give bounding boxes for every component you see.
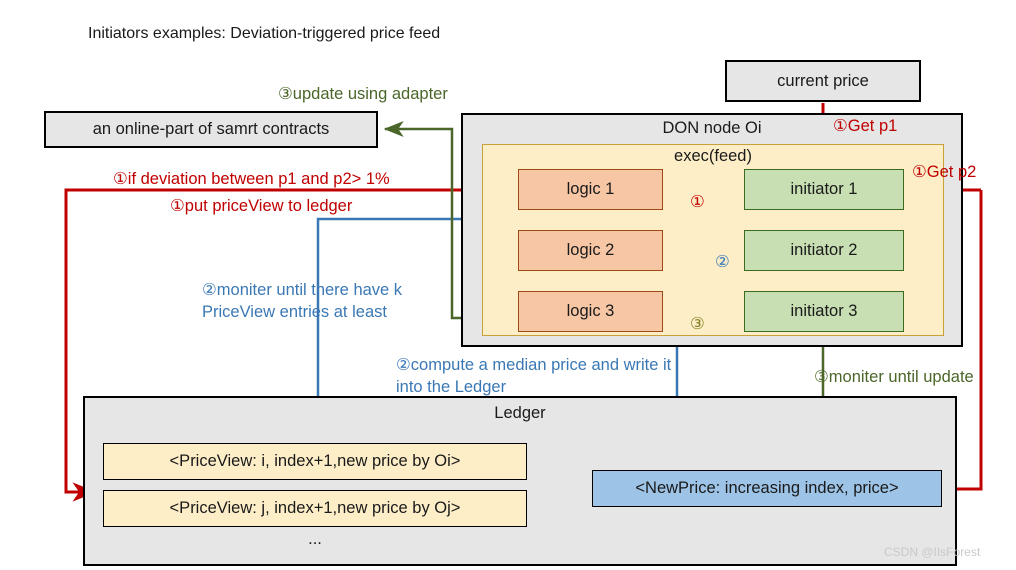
newprice-box[interactable]: <NewPrice: increasing index, price> [592, 470, 942, 507]
annotation-moniter-k-entries: ②moniter until there have k PriceView en… [202, 281, 403, 321]
annotation-moniter-until-update: ③moniter until update [814, 368, 974, 386]
current-price-box[interactable]: current price [725, 60, 921, 102]
page-title: Initiators examples: Deviation-triggered… [88, 25, 441, 42]
initiator-1-box[interactable]: initiator 1 [744, 169, 904, 210]
smart-contract-box[interactable]: an online-part of samrt contracts [44, 111, 378, 148]
logic-3-box[interactable]: logic 3 [518, 291, 663, 332]
annotation-compute-median: ②compute a median price and write it int… [396, 356, 672, 396]
initiator-3-box[interactable]: initiator 3 [744, 291, 904, 332]
annotation-get-p2: ①Get p2 [912, 163, 977, 181]
annotation-put-priceview: ①put priceView to ledger [170, 197, 353, 215]
priceview-entry-1[interactable]: <PriceView: i, index+1,new price by Oi> [103, 443, 527, 480]
exec-feed-label: exec(feed) [674, 147, 752, 165]
step-marker-2: ② [715, 253, 730, 271]
logic-2-box[interactable]: logic 2 [518, 230, 663, 271]
step-marker-1: ① [690, 193, 705, 211]
annotation-deviation-condition: ①if deviation between p1 and p2> 1% [113, 170, 390, 188]
priceview-entry-2[interactable]: <PriceView: j, index+1,new price by Oj> [103, 490, 527, 527]
ledger-label: Ledger [494, 404, 546, 422]
step-marker-3: ③ [690, 315, 705, 333]
annotation-get-p1: ①Get p1 [833, 117, 898, 135]
annotation-update-using-adapter: ③update using adapter [278, 85, 448, 103]
don-node-label: DON node Oi [662, 119, 762, 137]
priceview-ellipsis: ... [308, 530, 322, 548]
initiator-2-box[interactable]: initiator 2 [744, 230, 904, 271]
logic-1-box[interactable]: logic 1 [518, 169, 663, 210]
watermark: CSDN @IIsForest [884, 545, 981, 559]
